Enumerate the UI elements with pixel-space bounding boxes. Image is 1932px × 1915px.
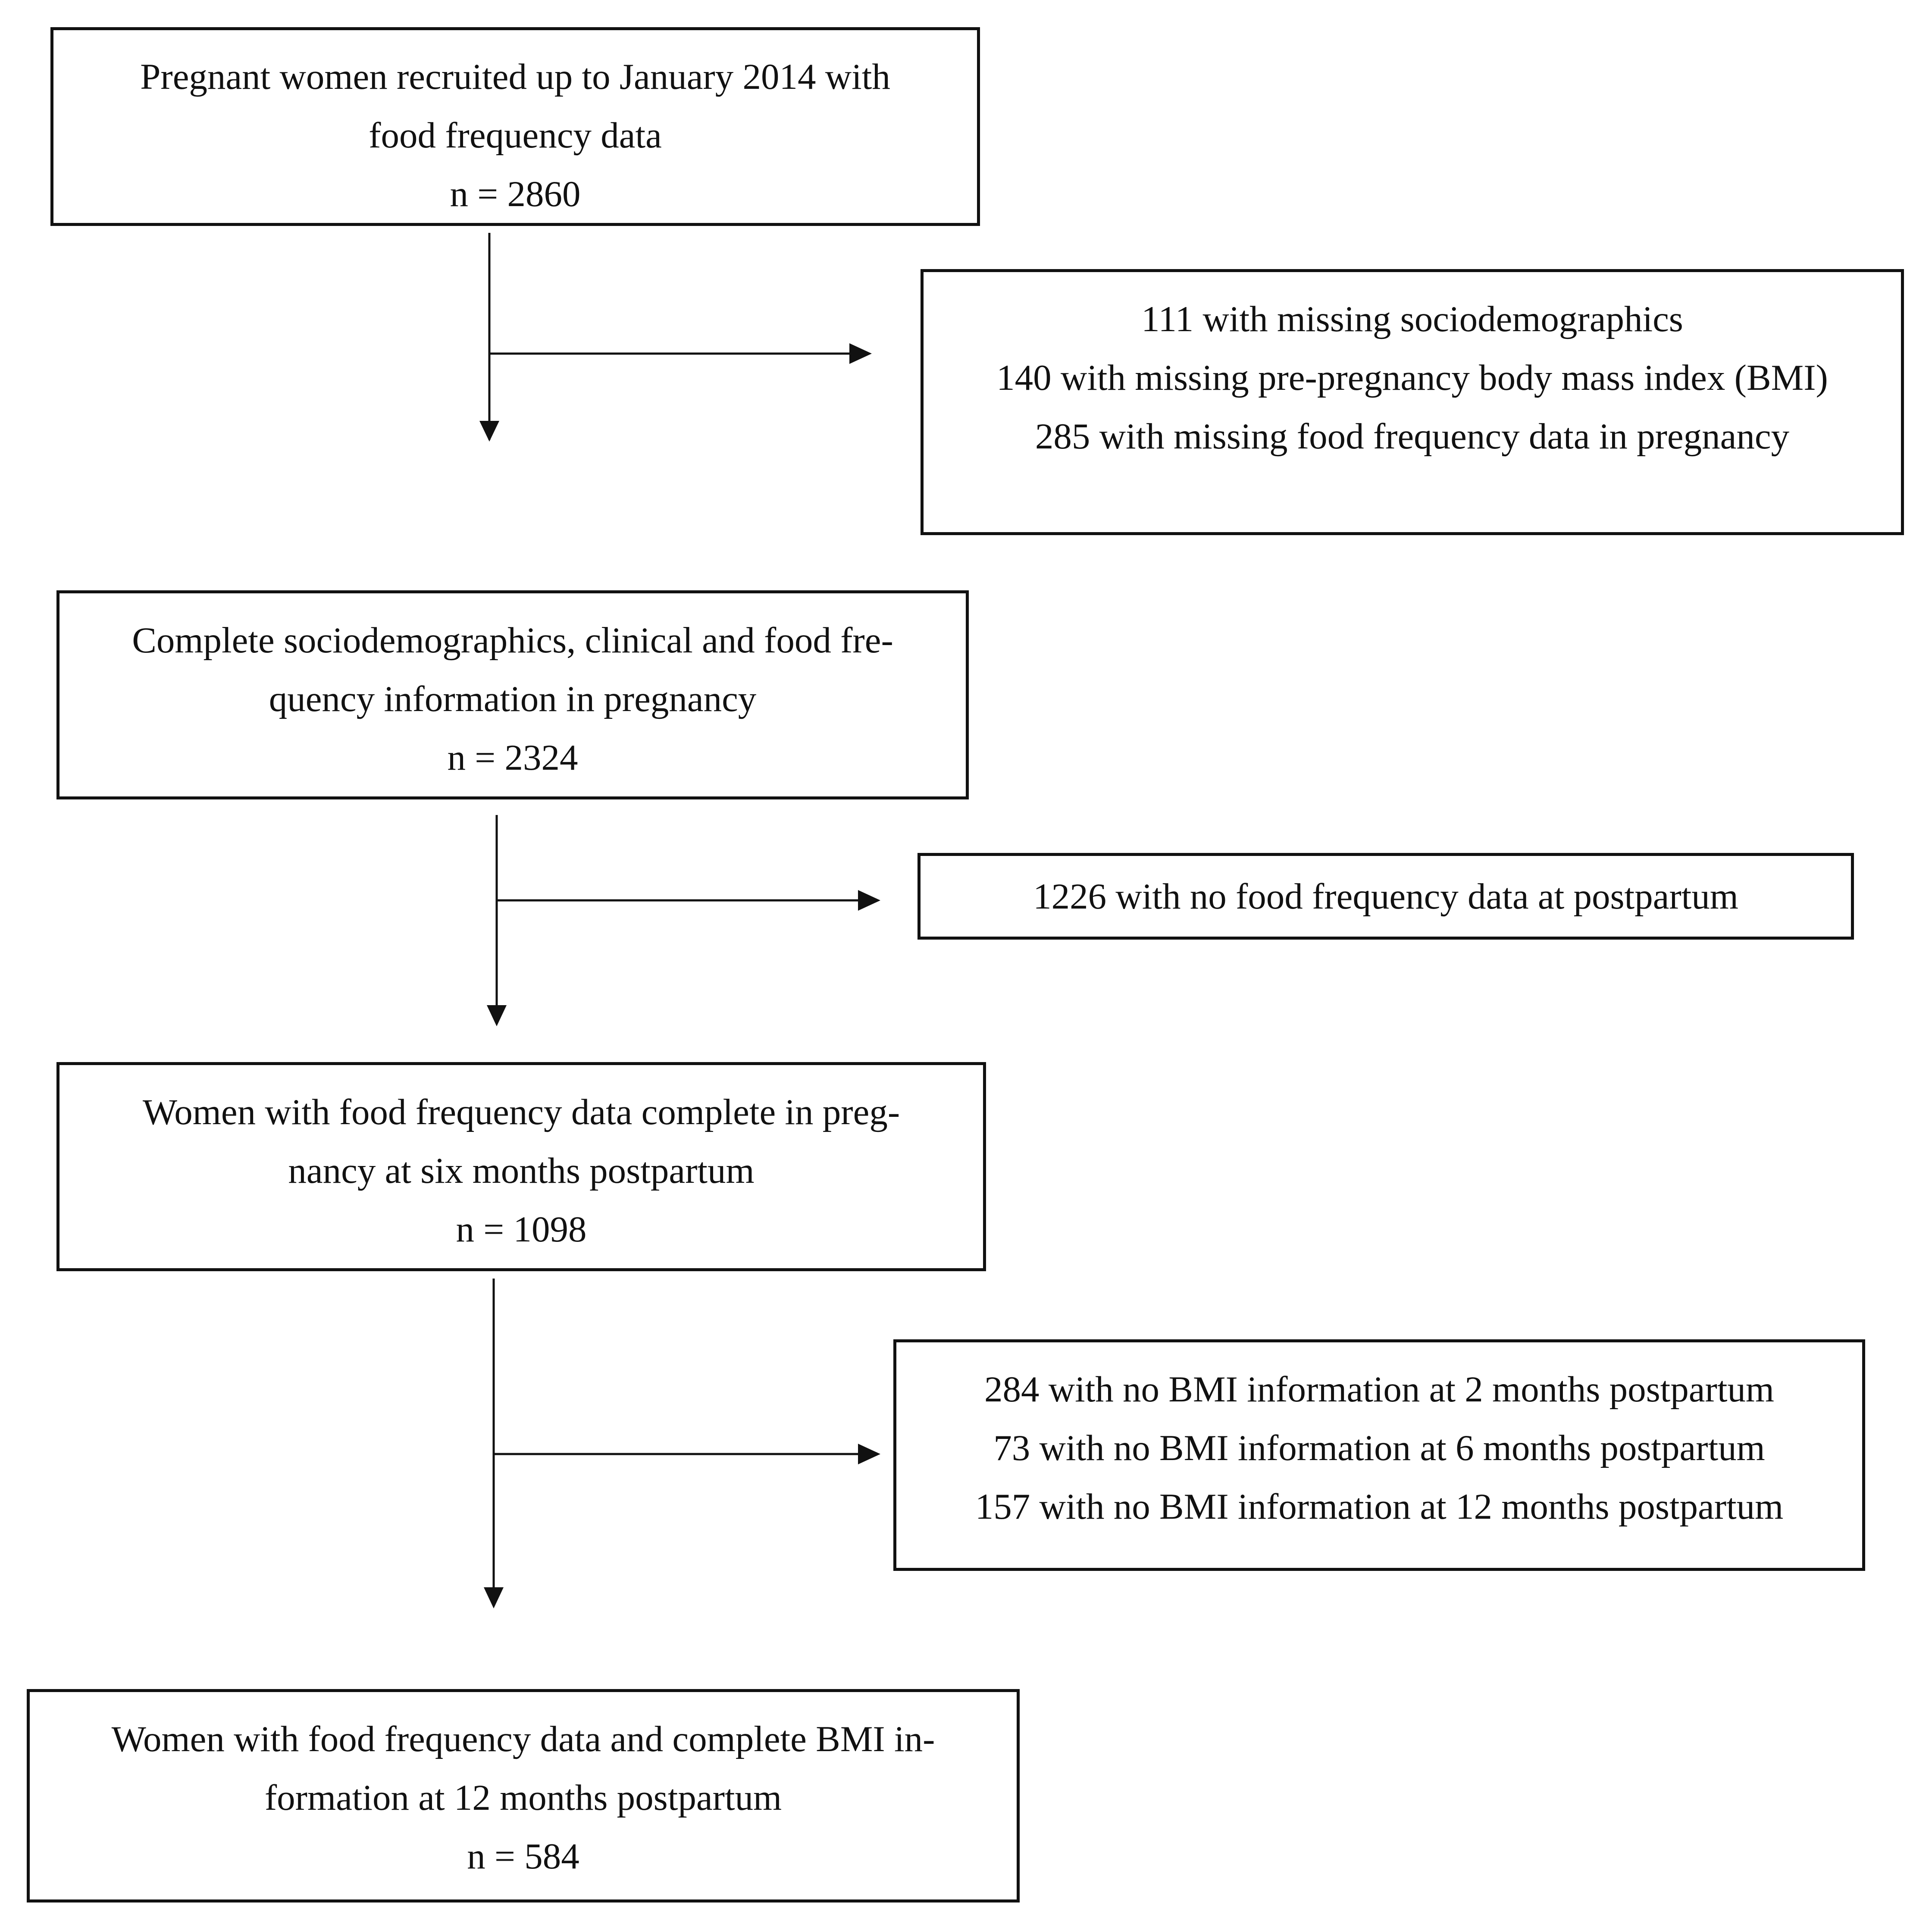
recruited-count: n = 2860 xyxy=(450,174,581,214)
final-line-1: Women with food frequency data and compl… xyxy=(111,1719,935,1759)
arrowhead-right-3 xyxy=(858,1444,880,1464)
six-months-count: n = 1098 xyxy=(456,1209,587,1250)
excluded-pregnancy-box: 111 with missing sociodemographics 140 w… xyxy=(921,269,1904,535)
arrowhead-down-1 xyxy=(479,421,499,442)
excluded-bmi-12-months: 157 with no BMI information at 12 months… xyxy=(975,1486,1784,1527)
six-months-line-2: nancy at six months postpartum xyxy=(288,1150,755,1191)
complete-pregnancy-line-2: quency information in pregnancy xyxy=(269,679,757,719)
six-months-box: Women with food frequency data complete … xyxy=(56,1062,986,1271)
final-count: n = 584 xyxy=(467,1836,579,1877)
excluded-bmi-pre-pregnancy: 140 with missing pre-pregnancy body mass… xyxy=(996,357,1828,398)
excluded-bmi-box: 284 with no BMI information at 2 months … xyxy=(893,1339,1865,1571)
six-months-line-1: Women with food frequency data complete … xyxy=(142,1092,900,1132)
arrowhead-right-2 xyxy=(858,890,880,911)
excluded-sociodemographics: 111 with missing sociodemographics xyxy=(1141,299,1683,339)
recruited-box: Pregnant women recruited up to January 2… xyxy=(50,27,980,226)
excluded-bmi-6-months: 73 with no BMI information at 6 months p… xyxy=(993,1428,1765,1468)
arrowhead-down-3 xyxy=(484,1587,504,1608)
arrowhead-down-2 xyxy=(487,1005,507,1026)
final-line-2: formation at 12 months postpartum xyxy=(264,1777,782,1818)
recruited-line-2: food frequency data xyxy=(369,115,662,156)
recruited-line-1: Pregnant women recruited up to January 2… xyxy=(140,56,890,97)
arrowhead-right-1 xyxy=(849,343,872,364)
complete-pregnancy-count: n = 2324 xyxy=(447,737,578,778)
excluded-postpartum-box: 1226 with no food frequency data at post… xyxy=(917,853,1854,940)
excluded-bmi-2-months: 284 with no BMI information at 2 months … xyxy=(984,1369,1775,1410)
complete-pregnancy-line-1: Complete sociodemographics, clinical and… xyxy=(132,620,893,661)
complete-pregnancy-box: Complete sociodemographics, clinical and… xyxy=(56,590,969,799)
excluded-postpartum-line: 1226 with no food frequency data at post… xyxy=(1033,876,1738,917)
final-box: Women with food frequency data and compl… xyxy=(27,1689,1020,1902)
excluded-food-frequency-pregnancy: 285 with missing food frequency data in … xyxy=(1035,416,1790,457)
